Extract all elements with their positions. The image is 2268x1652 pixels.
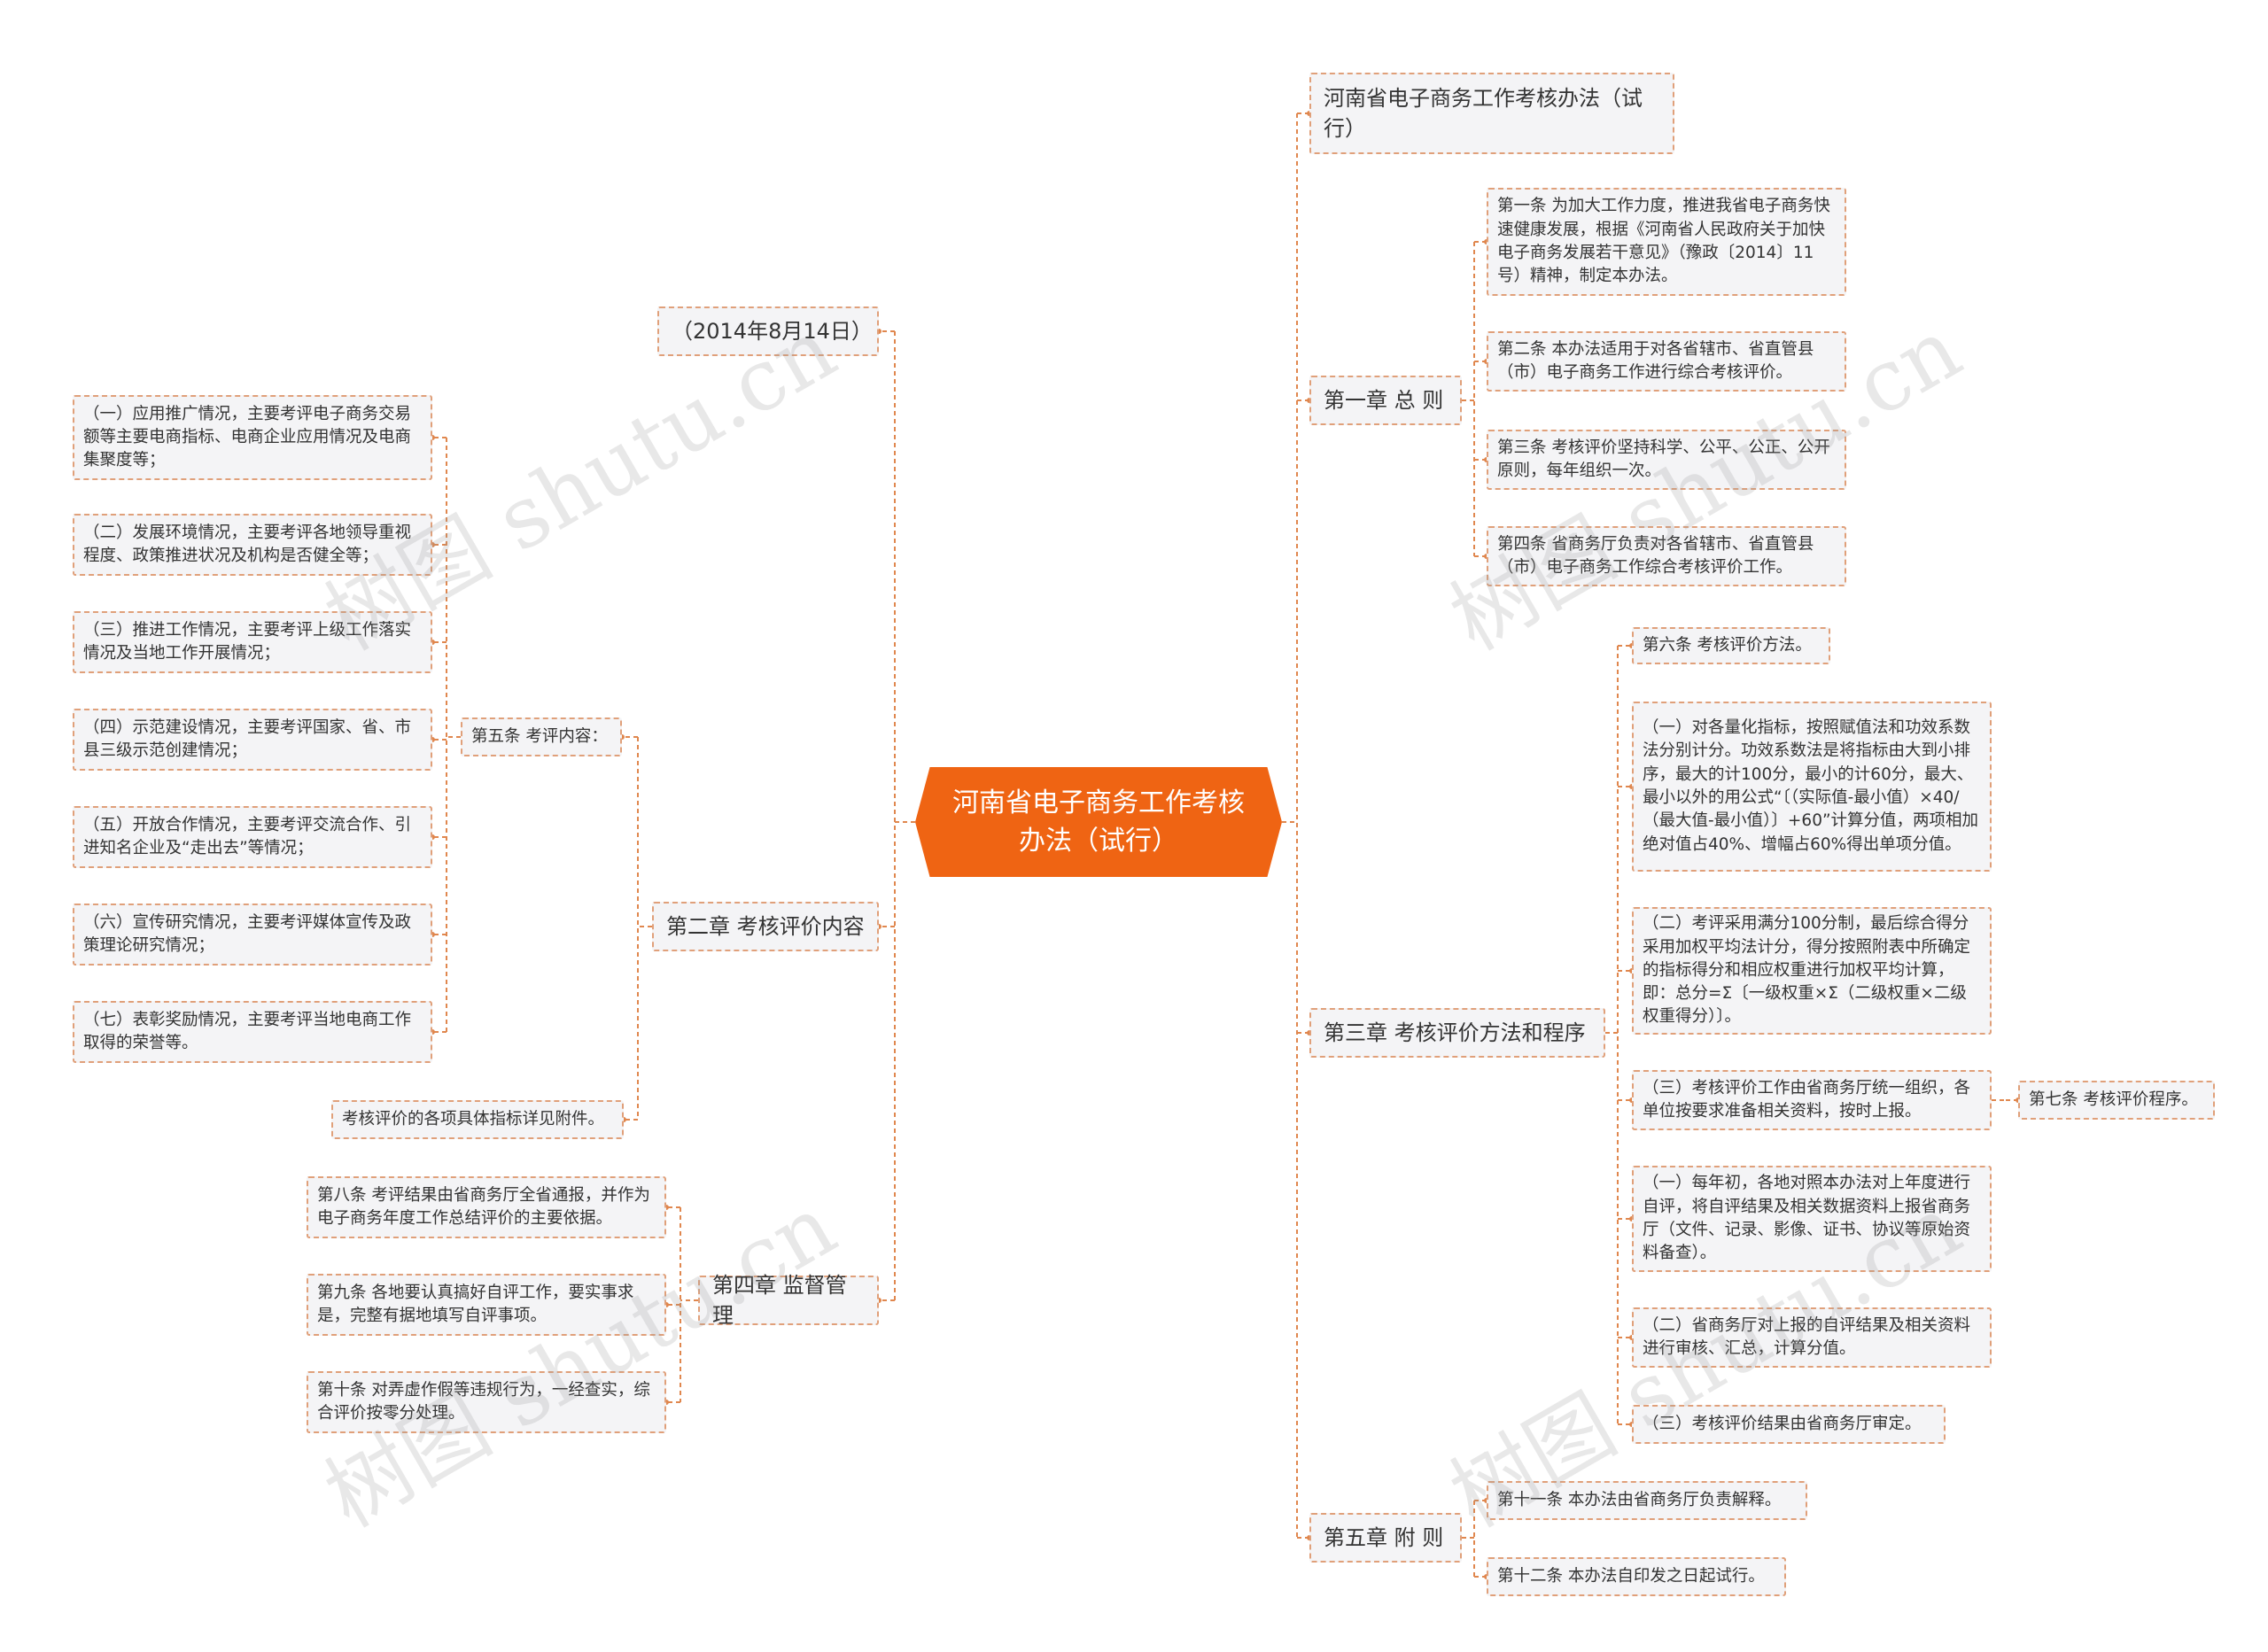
article-6-node[interactable]: 第六条 考核评价方法。 [1632,627,1830,664]
article-8-node[interactable]: 第八条 考评结果由省商务厅全省通报，并作为电子商务年度工作总结评价的主要依据。 [307,1176,666,1238]
method-3-node[interactable]: （三）考核评价工作由省商务厅统一组织，各单位按要求准备相关资料，按时上报。 [1632,1070,1992,1130]
chapter-2-node[interactable]: 第二章 考核评价内容 [652,902,879,951]
chapter-4-node[interactable]: 第四章 监督管理 [698,1273,879,1328]
criterion-3-node[interactable]: （三）推进工作情况，主要考评上级工作落实情况及当地工作开展情况； [73,611,432,673]
criterion-7-node[interactable]: （七）表彰奖励情况，主要考评当地电商工作取得的荣誉等。 [73,1001,432,1063]
chapter-5-node[interactable]: 第五章 附 则 [1309,1513,1462,1563]
title-node[interactable]: 河南省电子商务工作考核办法（试行） [1309,73,1674,154]
article-4-node[interactable]: 第四条 省商务厅负责对各省辖市、省直管县（市）电子商务工作综合考核评价工作。 [1487,526,1846,586]
criterion-1-node[interactable]: （一）应用推广情况，主要考评电子商务交易额等主要电商指标、电商企业应用情况及电商… [73,395,432,480]
procedure-2-node[interactable]: （二）省商务厅对上报的自评结果及相关资料进行审核、汇总，计算分值。 [1632,1307,1992,1368]
method-1-node[interactable]: （一）对各量化指标，按照赋值法和功效系数法分别计分。功效系数法是将指标由大到小排… [1632,702,1992,872]
criterion-6-node[interactable]: （六）宣传研究情况，主要考评媒体宣传及政策理论研究情况； [73,904,432,966]
indicator-note-node[interactable]: 考核评价的各项具体指标详见附件。 [331,1100,624,1139]
criterion-2-node[interactable]: （二）发展环境情况，主要考评各地领导重视程度、政策推进状况及机构是否健全等； [73,514,432,576]
article-12-node[interactable]: 第十二条 本办法自印发之日起试行。 [1487,1557,1786,1596]
article-7-node[interactable]: 第七条 考核评价程序。 [2018,1081,2215,1120]
article-1-node[interactable]: 第一条 为加大工作力度，推进我省电子商务快速健康发展，根据《河南省人民政府关于加… [1487,188,1846,296]
procedure-3-node[interactable]: （三）考核评价结果由省商务厅审定。 [1632,1405,1946,1444]
article-11-node[interactable]: 第十一条 本办法由省商务厅负责解释。 [1487,1481,1807,1520]
criterion-5-node[interactable]: （五）开放合作情况，主要考评交流合作、引进知名企业及“走出去”等情况； [73,806,432,868]
date-node[interactable]: （2014年8月14日） [657,306,879,356]
root-node[interactable]: 河南省电子商务工作考核办法（试行） [915,767,1282,877]
criterion-4-node[interactable]: （四）示范建设情况，主要考评国家、省、市县三级示范创建情况； [73,709,432,771]
method-2-node[interactable]: （二）考评采用满分100分制，最后综合得分采用加权平均法计分，得分按照附表中所确… [1632,907,1992,1035]
article-3-node[interactable]: 第三条 考核评价坚持科学、公平、公正、公开原则，每年组织一次。 [1487,430,1846,490]
chapter-3-node[interactable]: 第三章 考核评价方法和程序 [1309,1008,1605,1058]
article-10-node[interactable]: 第十条 对弄虚作假等违规行为，一经查实，综合评价按零分处理。 [307,1371,666,1433]
article-5-node[interactable]: 第五条 考评内容： [461,717,622,756]
article-2-node[interactable]: 第二条 本办法适用于对各省辖市、省直管县（市）电子商务工作进行综合考核评价。 [1487,331,1846,392]
procedure-1-node[interactable]: （一）每年初，各地对照本办法对上年度进行自评，将自评结果及相关数据资料上报省商务… [1632,1166,1992,1272]
chapter-1-node[interactable]: 第一章 总 则 [1309,376,1462,425]
article-9-node[interactable]: 第九条 各地要认真搞好自评工作，要实事求是，完整有据地填写自评事项。 [307,1274,666,1336]
